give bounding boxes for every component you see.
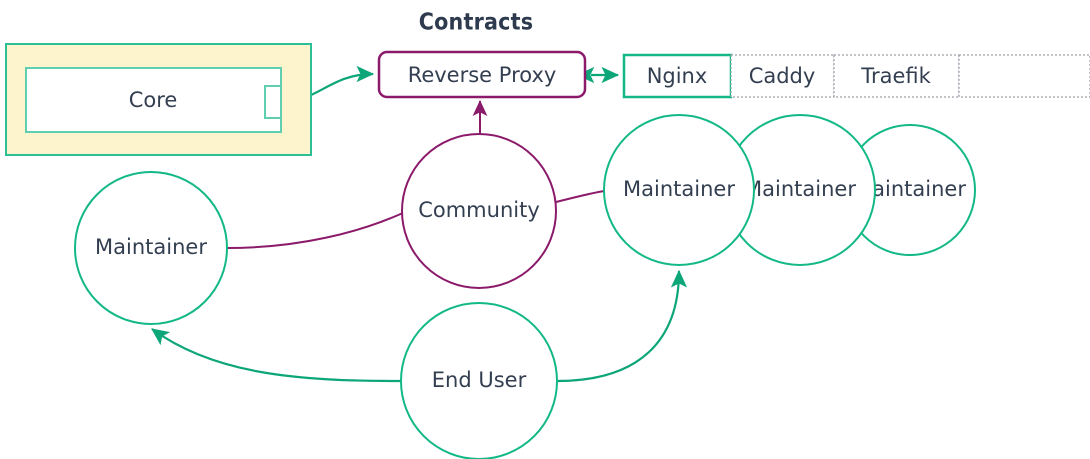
label-maintainer-left: Maintainer: [95, 235, 207, 259]
table-cell-empty[interactable]: [958, 54, 1090, 98]
table-cell-nginx[interactable]: Nginx: [622, 53, 733, 99]
table-cell-caddy[interactable]: Caddy: [730, 54, 835, 98]
label-maintainer-r2: Maintainer: [744, 177, 856, 201]
reverse-proxy-box[interactable]: [377, 50, 587, 99]
core-inner-box: [25, 67, 282, 133]
page-title: Contracts: [419, 10, 533, 36]
circle-end-user[interactable]: [400, 302, 558, 459]
label-maintainer-r1: Maintainer: [623, 177, 735, 201]
circle-community[interactable]: [401, 133, 557, 289]
cell-label-caddy: Caddy: [749, 64, 816, 88]
actor-maintainer-left[interactable]: Maintainer: [74, 171, 228, 325]
cell-label-traefik: Traefik: [860, 64, 931, 88]
actor-maintainer-r2[interactable]: Maintainer: [724, 114, 876, 266]
circle-maintainer-left[interactable]: [74, 171, 228, 325]
cell-box-empty[interactable]: [958, 54, 1090, 98]
core-connector-port: [264, 85, 282, 119]
actor-end-user[interactable]: End User: [400, 302, 558, 459]
circle-maintainer-r1[interactable]: [603, 114, 755, 266]
label-community: Community: [418, 198, 540, 222]
edge-maintainer-left-to-community: [226, 212, 404, 249]
actor-community[interactable]: Community: [401, 133, 557, 289]
label-end-user: End User: [432, 368, 527, 392]
cell-label-nginx: Nginx: [647, 64, 708, 88]
implementations-table: Nginx Caddy Traefik: [622, 53, 1090, 99]
core-boundary-group: Core: [5, 43, 312, 156]
cell-box-caddy[interactable]: [730, 54, 835, 98]
cell-box-nginx[interactable]: [622, 53, 733, 99]
reverse-proxy-label: Reverse Proxy: [408, 63, 557, 87]
edge-end-user-to-maintainer-right: [556, 269, 688, 383]
edge-end-user-to-maintainer-left: [151, 328, 402, 383]
cell-box-traefik[interactable]: [833, 54, 960, 98]
table-cell-traefik[interactable]: Traefik: [833, 54, 960, 98]
core-label: Core: [129, 88, 178, 112]
reverse-proxy-node[interactable]: Reverse Proxy: [377, 50, 587, 99]
actor-maintainer-r1[interactable]: Maintainer: [603, 114, 755, 266]
